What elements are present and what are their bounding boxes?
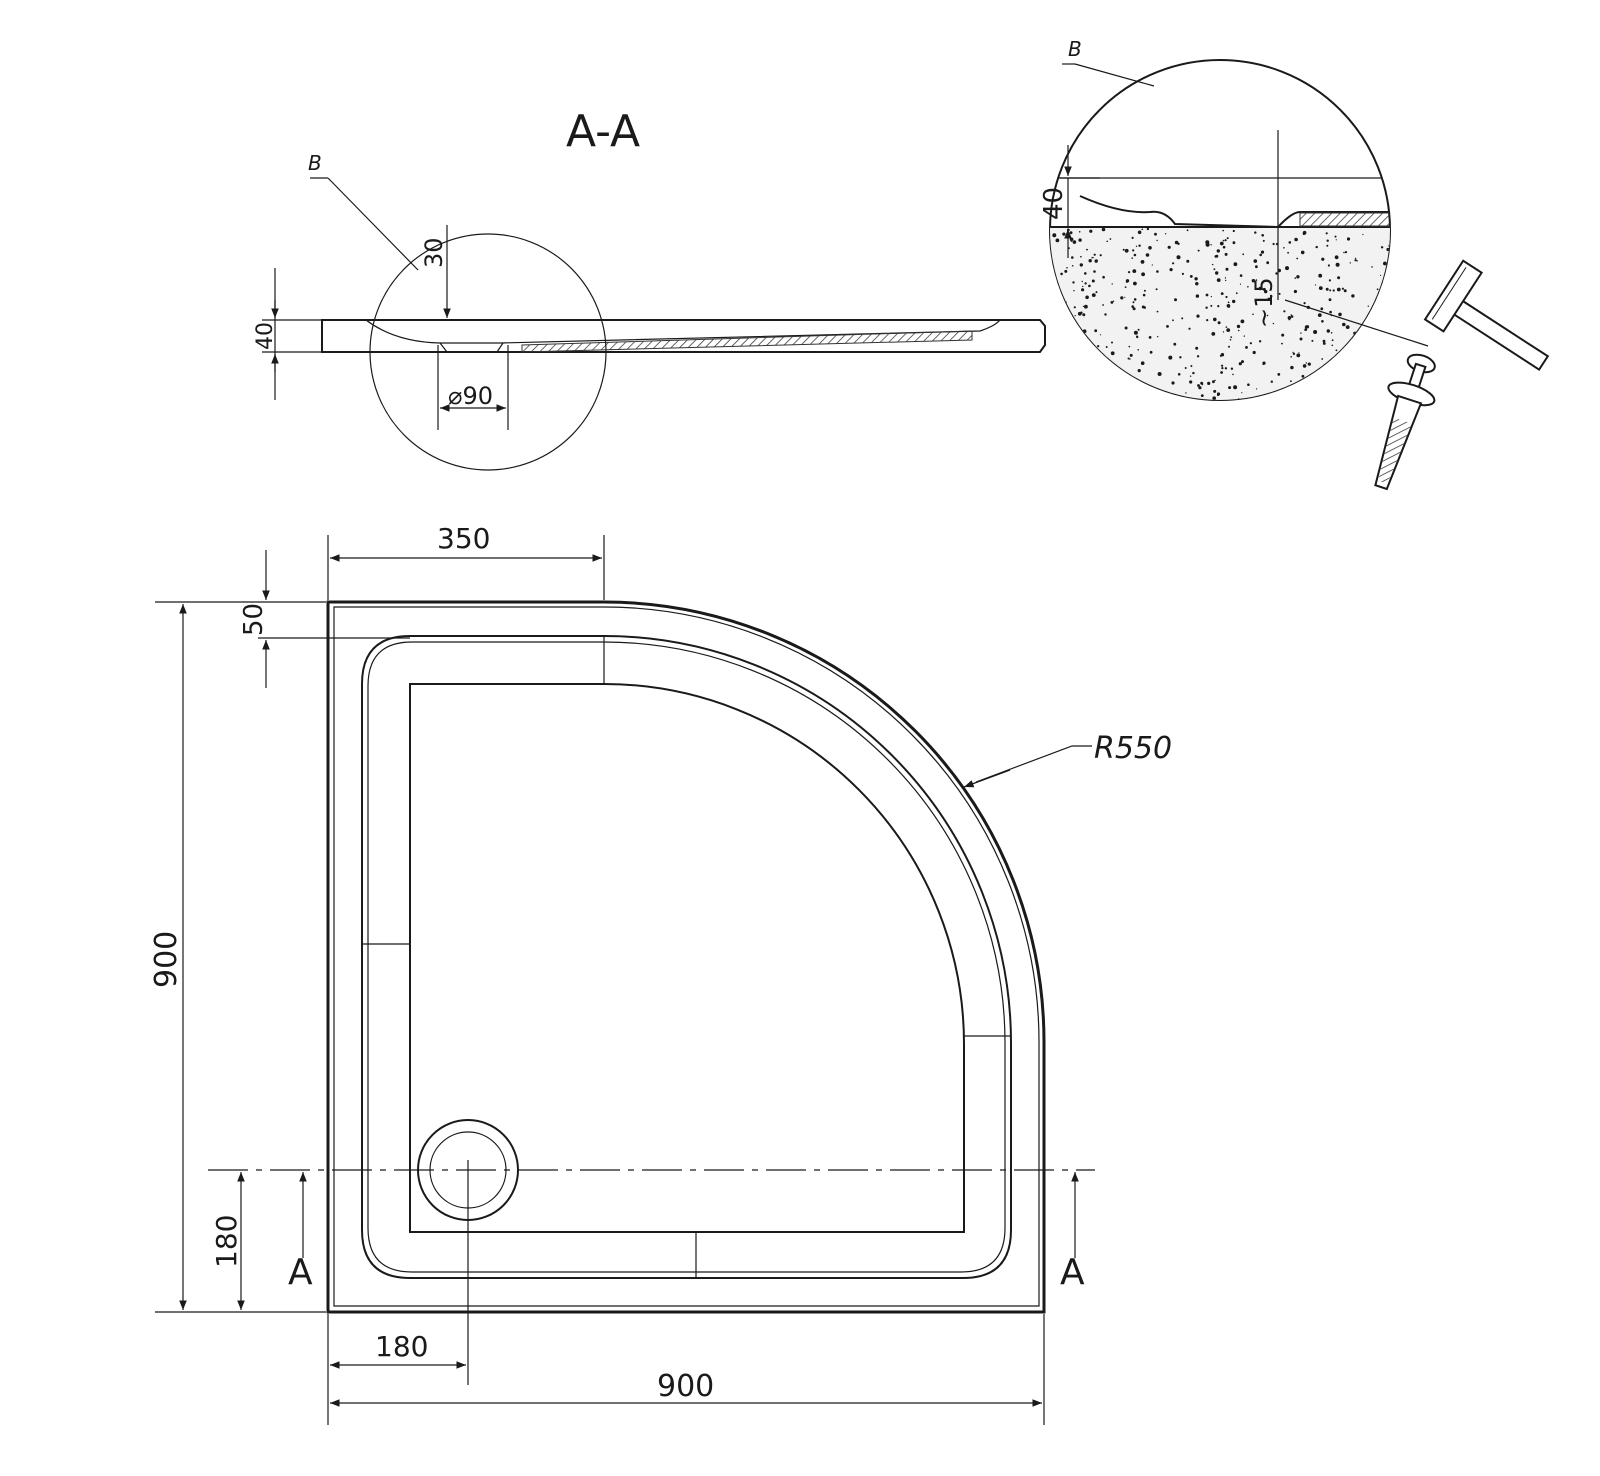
dim-50-label: 50 bbox=[239, 603, 269, 636]
dim-900-bottom-label: 900 bbox=[657, 1369, 714, 1404]
detail-b-screed bbox=[1050, 227, 1390, 400]
detail-b-view: B 40 ~15 bbox=[1039, 37, 1550, 491]
plan-outer-edge-inner bbox=[333, 606, 1040, 1307]
detail-b-dim-15-label: ~15 bbox=[1250, 277, 1278, 328]
section-view: A-A B 30 40 ⌀90 bbox=[253, 106, 1046, 471]
dim-30-label: 30 bbox=[420, 237, 448, 268]
section-title: A-A bbox=[566, 106, 640, 157]
dim-40-label: 40 bbox=[253, 322, 278, 350]
section-detail-label: B bbox=[308, 151, 322, 175]
plan-rim-inner bbox=[367, 641, 1006, 1273]
dim-350-label: 350 bbox=[437, 522, 490, 555]
plan-rim bbox=[361, 635, 1012, 1279]
radius-leader bbox=[975, 745, 1092, 783]
detail-b-pointer bbox=[1284, 299, 1429, 347]
dim-180-y-label: 180 bbox=[210, 1215, 243, 1268]
detail-leader-line bbox=[327, 177, 419, 271]
dim-900-side-label: 900 bbox=[149, 931, 184, 988]
detail-b-tray-profile bbox=[1079, 195, 1390, 229]
section-tray-basin bbox=[365, 319, 1001, 344]
detail-b-dim-40-label: 40 bbox=[1039, 187, 1069, 220]
section-marker-left: A bbox=[288, 1252, 313, 1293]
section-hatch bbox=[521, 330, 973, 353]
dim-180-x-label: 180 bbox=[375, 1330, 428, 1363]
anchor-bolt-icon bbox=[1374, 353, 1436, 491]
plan-basin bbox=[409, 683, 965, 1233]
radius-label: R550 bbox=[1094, 731, 1172, 766]
radius-leader-arrow bbox=[963, 769, 1011, 788]
dim-90-label: ⌀90 bbox=[448, 382, 493, 410]
section-drain bbox=[439, 342, 504, 353]
detail-b-leader bbox=[1074, 63, 1155, 87]
detail-b-label: B bbox=[1068, 37, 1082, 61]
section-marker-right: A bbox=[1060, 1252, 1085, 1293]
detail-b-hatch bbox=[1299, 212, 1390, 227]
hammer-icon bbox=[1423, 259, 1550, 372]
plan-outer-edge bbox=[326, 600, 1046, 1314]
section-detail-circle bbox=[369, 233, 607, 471]
plan-view: A A 350 50 900 180 180 900 R550 bbox=[149, 522, 1172, 1425]
